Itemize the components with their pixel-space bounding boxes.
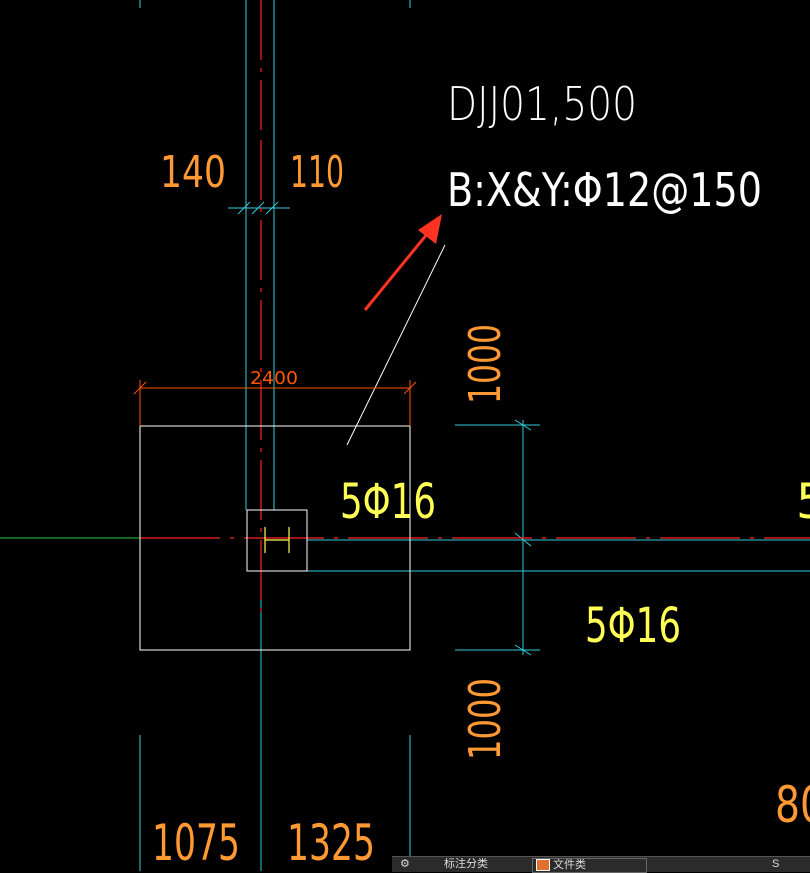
- column-outline[interactable]: [246, 509, 308, 572]
- layer-dropdown[interactable]: 文件类: [532, 858, 647, 873]
- partial-text-bottom-right[interactable]: 80: [775, 776, 810, 834]
- status-item-1[interactable]: 标注分类: [444, 858, 488, 870]
- tick-marks: [237, 201, 279, 215]
- dim-left-top[interactable]: 140: [160, 147, 226, 198]
- footing-rebar-label[interactable]: B:X&Y:Φ12@150: [447, 163, 762, 217]
- axis-lines: [139, 0, 810, 871]
- footing-outline[interactable]: [139, 425, 411, 651]
- beam-rebar-lower[interactable]: 5Φ16: [585, 598, 681, 654]
- status-item-3[interactable]: S: [772, 858, 780, 870]
- status-item-2: 文件类: [553, 859, 586, 871]
- beam-rebar-upper[interactable]: 5Φ16: [340, 474, 436, 530]
- partial-text-right[interactable]: 5: [796, 474, 810, 530]
- red-arrow-annotation: [363, 214, 442, 311]
- dim-upper-vertical[interactable]: 1000: [460, 324, 511, 404]
- footing-label[interactable]: DJJ01,500: [447, 77, 637, 131]
- layer-color-swatch: [536, 859, 550, 872]
- dim-right-bottom[interactable]: 1325: [287, 814, 375, 871]
- leader-line: [346, 244, 446, 446]
- dim-lower-vertical[interactable]: 1000: [460, 678, 511, 760]
- dim-left-bottom[interactable]: 1075: [152, 814, 240, 871]
- status-icon[interactable]: ⚙: [400, 858, 410, 870]
- dim-2400-line: [133, 380, 417, 426]
- center-lines: [140, 0, 810, 620]
- layer-status-bar: ⚙ 标注分类 文件类 S: [392, 856, 810, 873]
- column-symbol: [264, 527, 290, 553]
- dim-width-label[interactable]: 2400: [250, 368, 298, 389]
- dim-right-top[interactable]: 110: [290, 147, 344, 198]
